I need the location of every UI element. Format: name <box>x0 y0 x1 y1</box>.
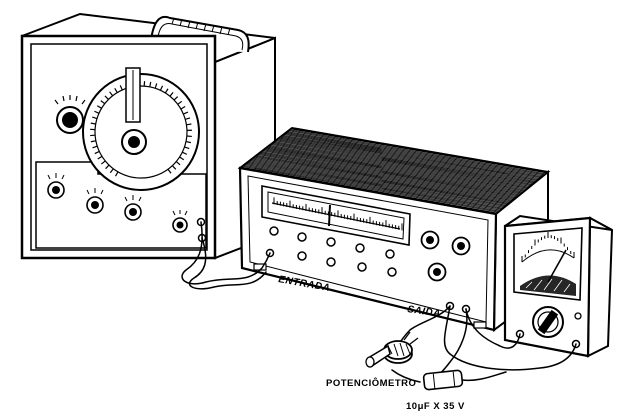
label-capacitor: 10μF X 35 V <box>406 401 465 412</box>
capacitor-icon <box>422 369 464 391</box>
tuning-dial-icon <box>82 67 200 191</box>
label-potenciometro: POTENCIÔMETRO <box>326 377 416 389</box>
volume-knob-icon <box>420 230 471 282</box>
meter-icon <box>513 227 583 301</box>
tuning-scale-icon <box>261 185 411 246</box>
amplifier <box>237 126 551 333</box>
voltmeter <box>503 214 614 358</box>
potentiometer-icon <box>365 331 419 368</box>
label-saida: SAIDA <box>407 304 442 320</box>
range-knobs <box>47 173 188 233</box>
amplifier-knobs <box>269 226 397 277</box>
signal-generator <box>20 12 276 260</box>
amplitude-knob-icon <box>54 95 86 134</box>
range-selector-icon <box>532 306 564 338</box>
